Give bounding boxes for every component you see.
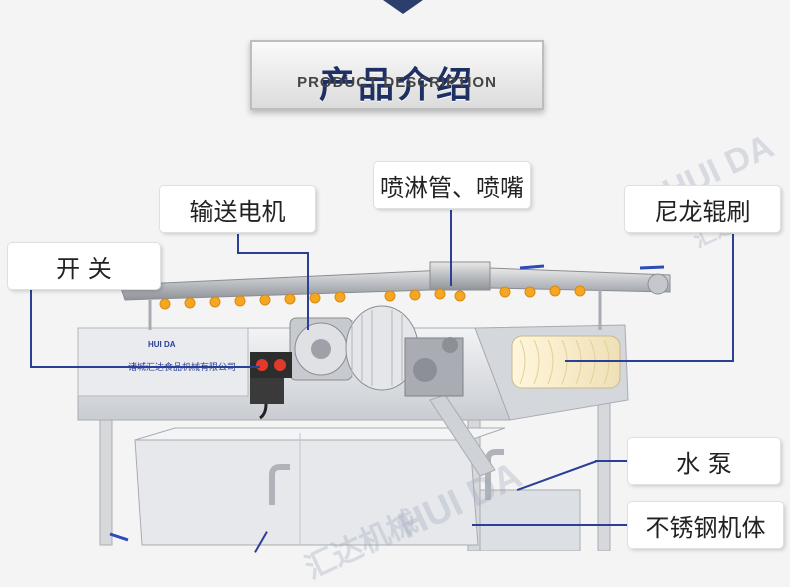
callout-brush: 尼龙辊刷 xyxy=(625,186,780,232)
callout-frame: 不锈钢机体 xyxy=(628,502,783,548)
spray-pipe xyxy=(119,261,671,330)
spray-nozzles xyxy=(159,285,586,310)
nylon-brush-roller xyxy=(511,335,621,389)
brand-logo: HUI DA xyxy=(148,340,176,349)
leader-line-spray xyxy=(450,210,452,286)
callout-spray: 喷淋管、喷嘴 xyxy=(374,162,530,208)
page-subtitle: PRODUCT DESCRIPTION xyxy=(297,74,497,91)
leader-line-brush-v xyxy=(732,234,734,362)
leader-line-frame xyxy=(472,524,630,526)
leader-line-switch-h xyxy=(30,366,260,368)
company-plate: 诸城汇达食品机械有限公司 xyxy=(128,363,237,373)
support-strut xyxy=(429,394,496,477)
leader-line-motor-h xyxy=(237,252,309,254)
header-arrow xyxy=(383,0,423,14)
water-tank xyxy=(134,427,581,551)
leader-line-motor-v1 xyxy=(237,234,239,254)
callout-motor: 输送电机 xyxy=(160,186,315,232)
machine-illustration xyxy=(77,261,671,551)
leader-line-switch-v xyxy=(30,290,32,368)
leader-line-brush-h xyxy=(565,360,734,362)
switch-box xyxy=(250,352,292,420)
leader-line-motor-v2 xyxy=(307,252,309,330)
header-panel: 产品介绍 xyxy=(250,40,544,110)
conveyor-motor xyxy=(289,305,464,397)
callout-pump: 水 泵 xyxy=(628,438,780,484)
page-title: 产品介绍 xyxy=(318,64,475,106)
valve-handles xyxy=(109,264,665,542)
callout-switch: 开 关 xyxy=(8,243,160,289)
leader-line-pump-h xyxy=(595,460,629,462)
